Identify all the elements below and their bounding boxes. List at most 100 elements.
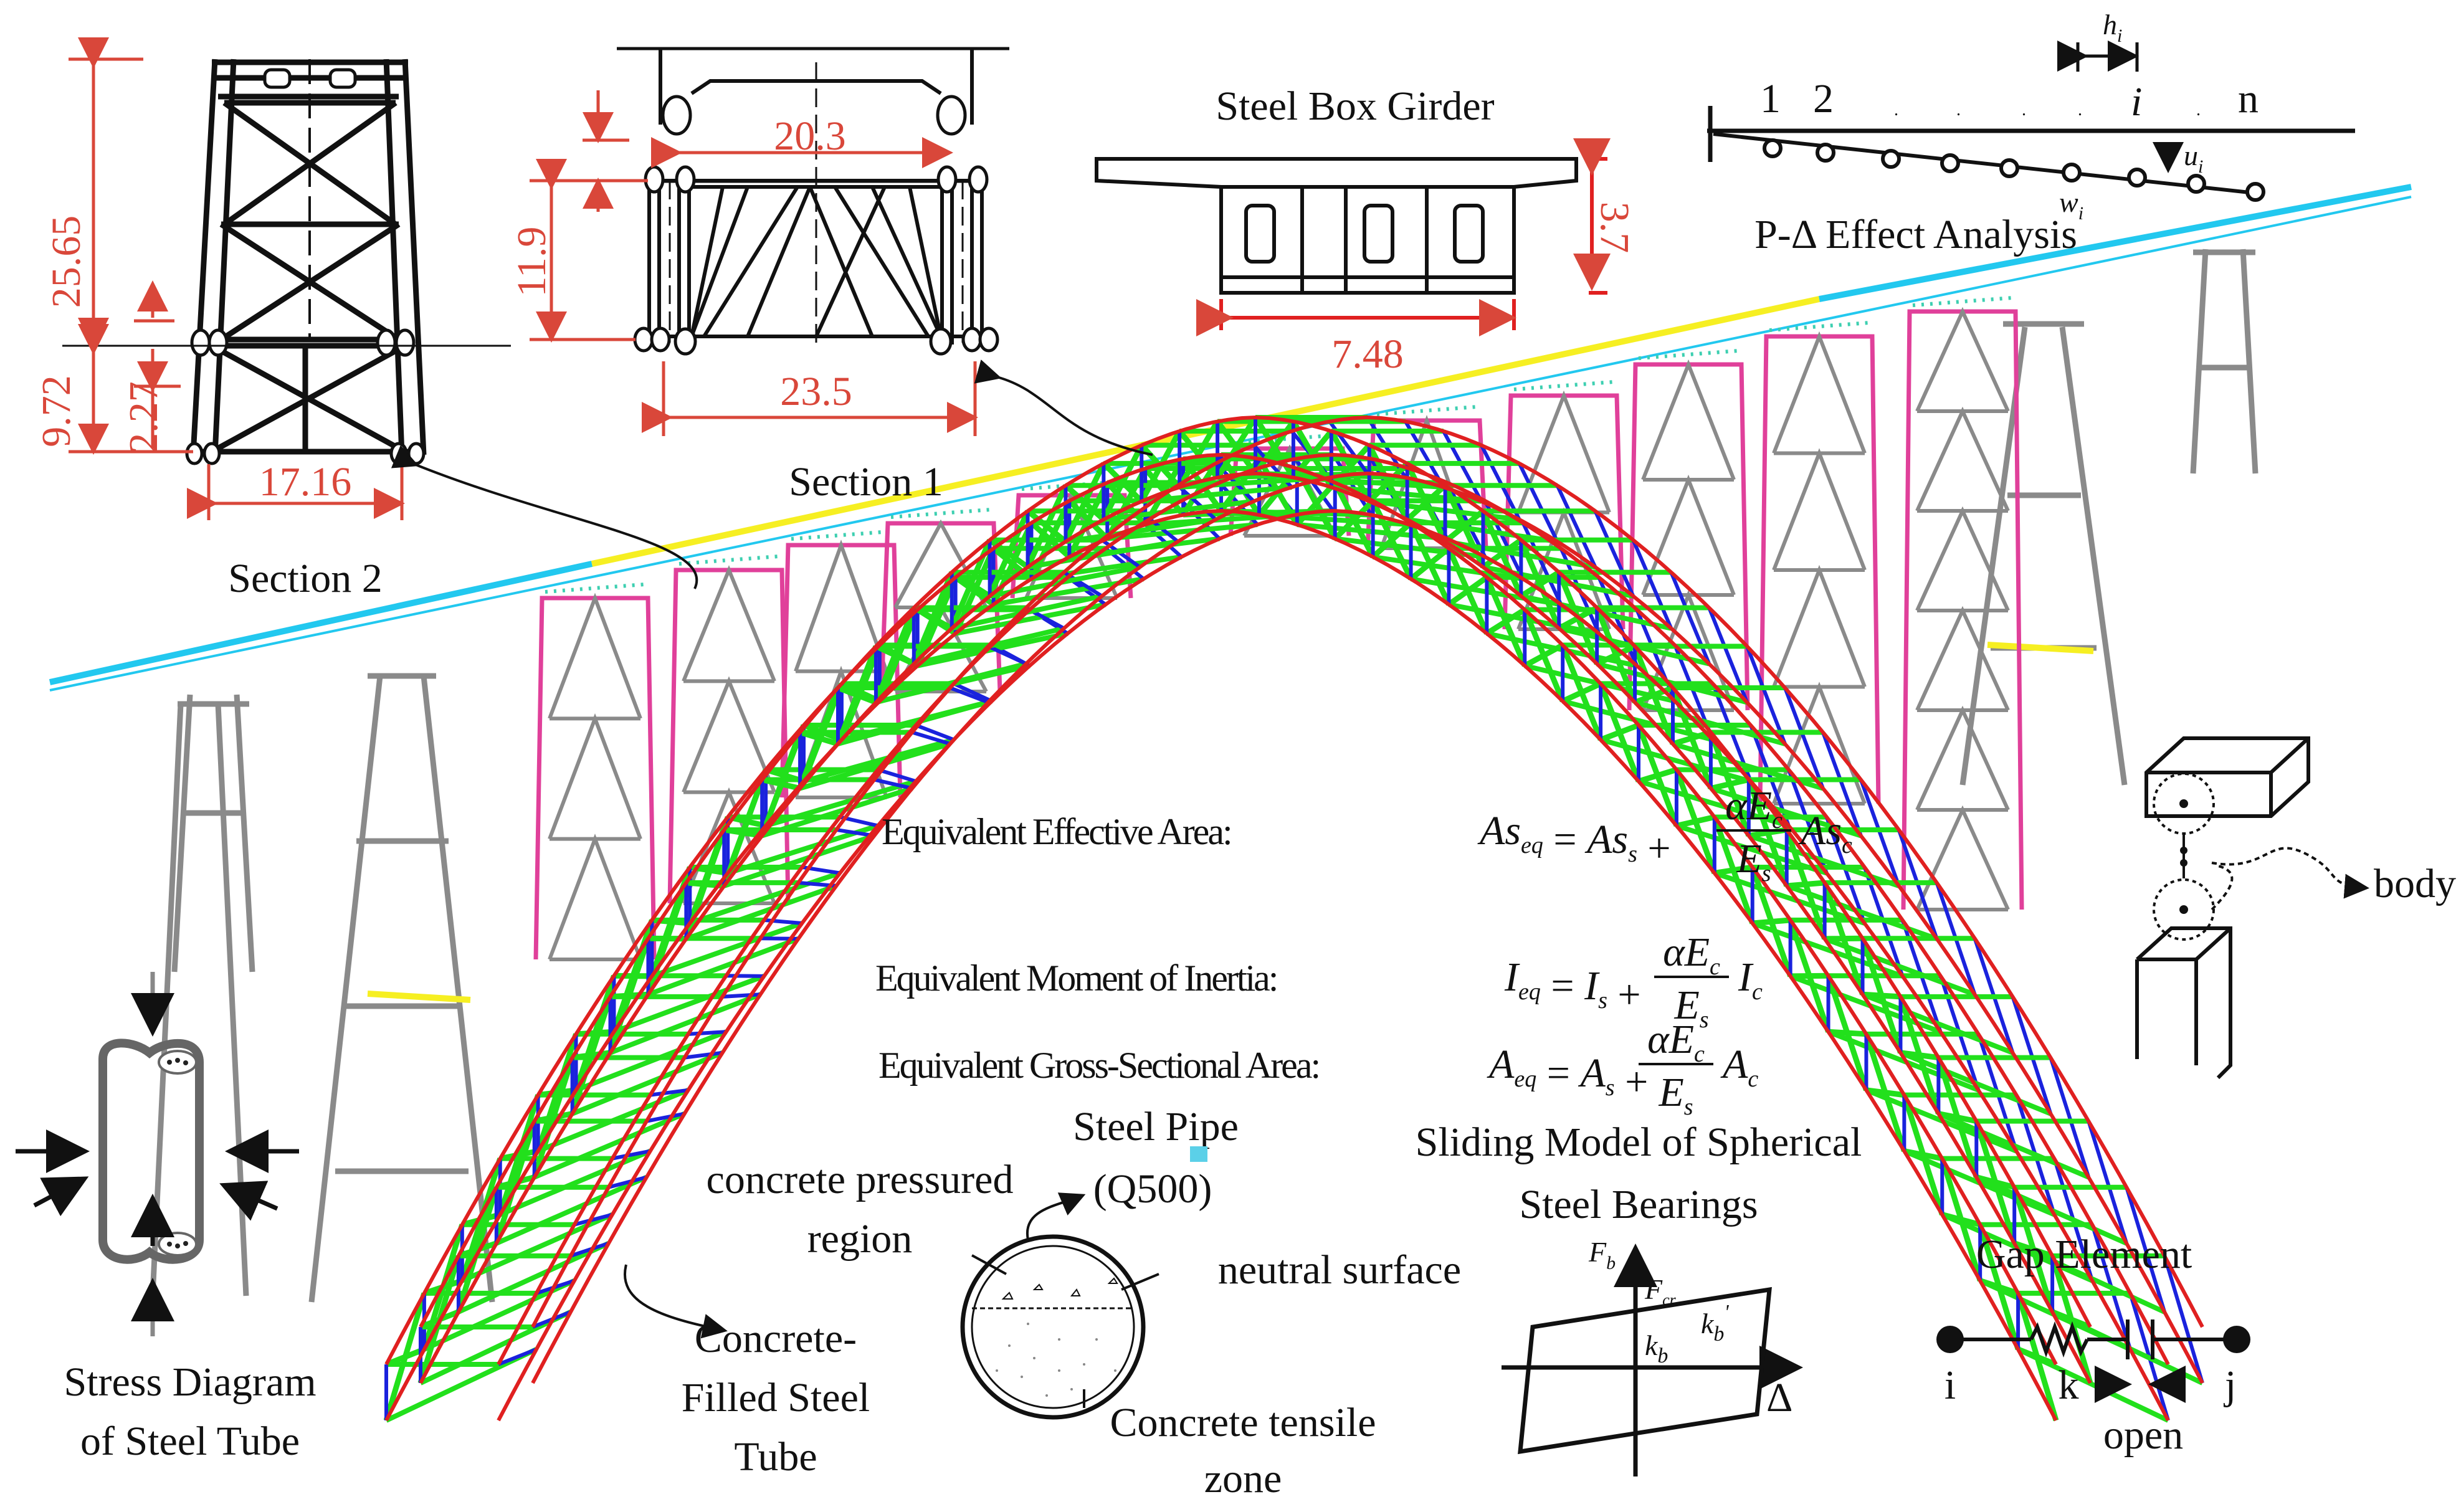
equations: Equivalent Effective Area:Aseq = Ass + α… <box>875 783 1852 1120</box>
stress-diagram: Stress Diagram of Steel Tube <box>16 972 317 1464</box>
arch-chord <box>384 452 2058 1366</box>
arch-chord <box>419 415 2092 1328</box>
arch-brace <box>1518 539 1562 630</box>
arch-chord <box>531 471 2204 1384</box>
girder-dim-height: 3.7 <box>1592 202 1637 254</box>
arch-diagonal <box>949 686 989 705</box>
arch-brace <box>1708 731 1752 837</box>
column-truss <box>548 834 642 961</box>
gap-title: Gap Element <box>1976 1232 2192 1277</box>
svg-text:wi: wi <box>2059 186 2083 224</box>
equation-name: Equivalent Gross-Sectional Area: <box>878 1045 1319 1086</box>
equation-term: Asc <box>1798 808 1852 858</box>
arch-cross-brace <box>1862 936 2014 1055</box>
bearing-title-2: Steel Bearings <box>1519 1182 1758 1227</box>
arch-cross-brace <box>685 880 837 941</box>
arch-chord <box>419 471 2092 1384</box>
pdelta-node-i: i <box>2131 79 2142 125</box>
arch-brace <box>1711 815 1755 925</box>
arch-diagonal <box>684 1050 723 1060</box>
column-truss <box>1772 448 1867 572</box>
pipe-pressured-2: region <box>807 1216 913 1262</box>
bearing-delta: Δ <box>1766 1375 1792 1420</box>
arch-brace <box>1632 645 1676 745</box>
bearing-kb-sub: b <box>1657 1344 1668 1367</box>
arch-brace <box>1253 416 1296 479</box>
column-truss <box>1915 307 2010 413</box>
arch-diagonal <box>835 828 875 838</box>
svg-text:.: . <box>2196 100 2201 120</box>
arch-diagonal <box>1631 539 1673 629</box>
p-delta-diagram: ... .. 1 2 i n hi ui wi P-Δ Effect Analy… <box>1707 9 2355 257</box>
arch-brace <box>873 606 916 704</box>
stress-label-2: of Steel Tube <box>80 1419 300 1464</box>
cfst-line3: Tube <box>734 1434 817 1480</box>
pdelta-node-2: 2 <box>1813 76 1834 121</box>
arch-diagonal <box>688 1030 726 1036</box>
sec1-dim-top: 20.3 <box>774 113 846 159</box>
gap-node-i: i <box>1945 1362 1956 1408</box>
arch-brace <box>1370 499 1414 581</box>
sec2-dim-lower: 9.72 <box>34 375 79 447</box>
arch-diagonal <box>1555 484 1597 568</box>
bearing-Fb: F <box>1588 1236 1607 1268</box>
pier-yellow-marks <box>367 642 2094 1003</box>
svg-text:kb': kb' <box>1701 1301 1729 1346</box>
column-truss <box>548 713 642 841</box>
equation-term: Ic <box>1738 954 1763 1005</box>
arch-brace <box>1749 866 1793 977</box>
section1-label: Section 1 <box>789 459 943 505</box>
girder-label: Steel Box Girder <box>1216 83 1494 129</box>
pipe-title: Steel Pipe <box>1073 1104 1239 1149</box>
arch-cross-brace <box>1824 880 1976 997</box>
column-truss <box>1641 474 1736 597</box>
arch-chord <box>497 508 2170 1422</box>
section2-label: Section 2 <box>228 556 382 601</box>
gap-node-j: j <box>2224 1362 2236 1408</box>
arch-cross-brace <box>799 730 951 791</box>
arch-diagonal <box>722 992 761 999</box>
bearing-model: Sliding Model of Spherical Steel Bearing… <box>1416 1120 1862 1476</box>
cfst-line2: Filled Steel <box>682 1375 870 1420</box>
cfst-line1: Concrete- <box>695 1316 857 1361</box>
arch-brace <box>1484 576 1528 667</box>
arch-diagonal <box>2049 1057 2091 1178</box>
arch-brace <box>1446 547 1490 635</box>
arch-diagonal <box>987 644 1027 666</box>
pipe-neutral: neutral surface <box>1218 1247 1461 1293</box>
column-truss <box>682 565 776 683</box>
arch-cross-brace <box>533 1111 686 1180</box>
svg-text:hi: hi <box>2103 9 2122 46</box>
column-truss <box>1915 606 2010 712</box>
arch-diagonal <box>2163 1255 2204 1384</box>
svg-text:Fb: Fb <box>1588 1236 1616 1273</box>
arch-diagonal <box>1517 462 1559 543</box>
stress-label-1: Stress Diagram <box>64 1359 316 1405</box>
column-truss <box>1641 359 1736 482</box>
equation-name: Equivalent Moment of Inertia: <box>875 958 1277 999</box>
column-truss <box>1516 390 1611 515</box>
girder-dim-width: 7.48 <box>1331 331 1404 377</box>
sec2-dim-width: 17.16 <box>259 459 352 505</box>
equation-denominator: Es <box>1736 836 1771 887</box>
gap-element: Gap Element i k j open <box>1936 1232 2250 1458</box>
pdelta-w-sub: i <box>2078 203 2083 224</box>
pipe-tensile-1: Concrete tensile <box>1110 1400 1376 1445</box>
pdelta-title: P-Δ Effect Analysis <box>1754 212 2077 257</box>
equation-numerator: αEc <box>1647 1017 1705 1067</box>
bearing-title-1: Sliding Model of Spherical <box>1416 1120 1862 1165</box>
arch-brace <box>1522 608 1566 703</box>
bearing-kb2: k <box>1701 1308 1715 1339</box>
arch-brace <box>1025 484 1069 569</box>
column-truss <box>1772 331 1867 455</box>
equation-name: Equivalent Effective Area: <box>882 811 1231 852</box>
equation-numerator: αEc <box>1663 930 1720 980</box>
bearing-Fb-sub: b <box>1606 1253 1616 1273</box>
bearing-kb2-sub: b <box>1713 1323 1724 1346</box>
column-truss <box>1915 705 2010 812</box>
arch-diagonal <box>877 768 916 783</box>
arch-cross-brace <box>761 777 913 839</box>
section2-drawing: 25.65 9.72 2.27 17.16 Section 2 <box>34 37 698 601</box>
arch-chord <box>384 508 2058 1422</box>
